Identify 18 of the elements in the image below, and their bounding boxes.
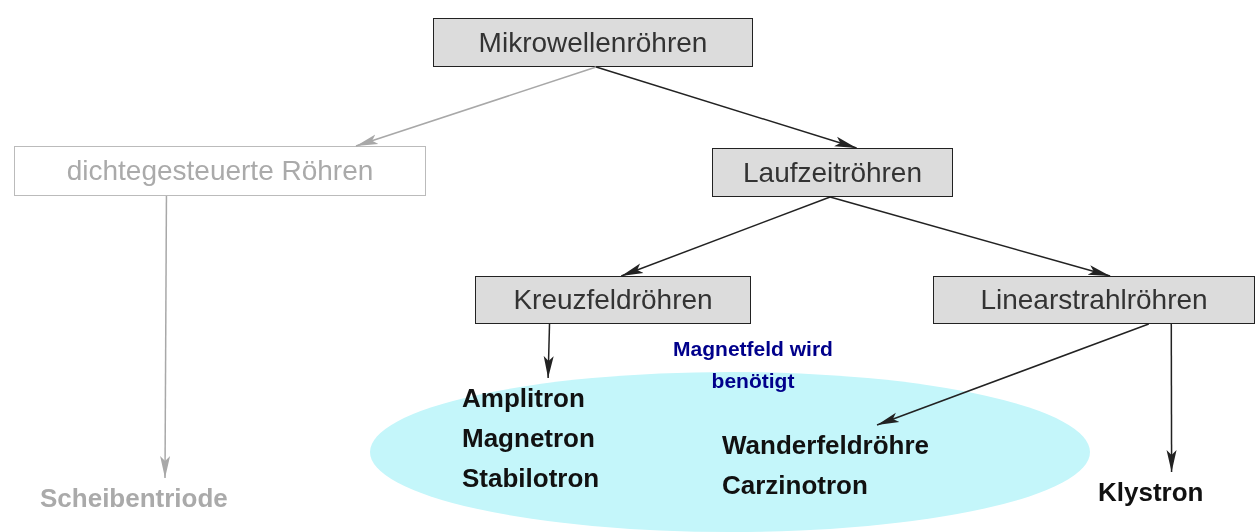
process-box: Laufzeitröhren xyxy=(712,148,953,197)
arrow xyxy=(160,195,171,479)
arrow xyxy=(543,323,554,379)
process-box: dichtegesteuerte Röhren xyxy=(14,146,426,196)
arrow xyxy=(1166,323,1177,473)
node-label: Wanderfeldröhre Carzinotron xyxy=(722,425,1032,507)
node-label: Klystron xyxy=(1098,472,1258,514)
arrow xyxy=(876,323,1150,426)
node-label: Amplitron Magnetron Stabilotron xyxy=(462,378,672,500)
group-heading: Magnetfeld wird benötigt xyxy=(672,336,834,394)
process-box: Mikrowellenröhren xyxy=(433,18,753,67)
arrow xyxy=(829,196,1111,277)
node-label: Scheibentriode xyxy=(40,478,290,520)
process-box: Linearstrahlröhren xyxy=(933,276,1255,324)
process-box: Kreuzfeldröhren xyxy=(475,276,751,324)
arrow xyxy=(620,196,831,277)
arrow xyxy=(355,66,597,147)
arrow xyxy=(595,66,858,149)
